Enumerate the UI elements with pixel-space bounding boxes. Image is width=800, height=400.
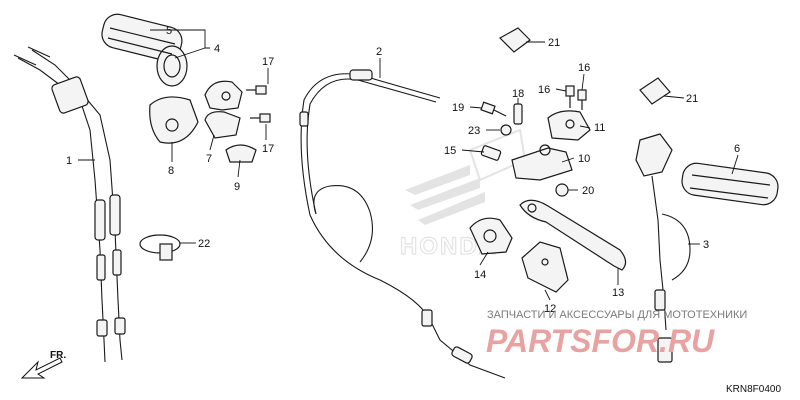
- callout-18: 18: [512, 88, 524, 100]
- callout-13: 13: [612, 287, 624, 299]
- partsfor-watermark: ЗАПЧАСТИ И АКСЕССУАРЫ ДЛЯ МОТОТЕХНИКИ PA…: [486, 309, 747, 359]
- bolt-17-upper[interactable]: [246, 85, 267, 95]
- callout-19: 19: [452, 102, 464, 114]
- callout-9: 9: [234, 181, 240, 193]
- screw-19[interactable]: [480, 101, 507, 117]
- nut-20[interactable]: [555, 183, 569, 197]
- bolt-18[interactable]: [513, 103, 523, 125]
- throttle-grip[interactable]: [99, 11, 188, 87]
- callout-labels: 1 2 3 4 5 6 7 8 9 10 11 12 13 14 15 16 1…: [66, 25, 740, 315]
- clutch-lever[interactable]: [519, 199, 627, 271]
- clutch-lever-bracket[interactable]: [511, 110, 591, 181]
- callout-16-left: 16: [538, 84, 550, 96]
- drawing-code: KRN8F0400: [726, 384, 781, 395]
- front-direction-arrow: FR.: [20, 350, 66, 379]
- watermark-tagline: ЗАПЧАСТИ И АКСЕССУАРЫ ДЛЯ МОТОТЕХНИКИ: [487, 309, 747, 321]
- callout-5: 5: [166, 25, 172, 37]
- clip-21-upper[interactable]: [499, 27, 531, 53]
- hot-start-lever[interactable]: [469, 217, 513, 255]
- callout-17-upper: 17: [262, 56, 274, 68]
- callout-2: 2: [376, 46, 382, 58]
- callout-1: 1: [66, 155, 72, 167]
- engine-stop-switch[interactable]: [635, 133, 691, 363]
- throttle-cover[interactable]: [149, 96, 199, 144]
- leader-lines: [78, 29, 739, 301]
- callout-12: 12: [544, 303, 556, 315]
- callout-22: 22: [198, 238, 210, 250]
- callout-14: 14: [474, 269, 486, 281]
- callout-17-lower: 17: [262, 143, 274, 155]
- throttle-housing[interactable]: [204, 80, 243, 139]
- adjuster-15[interactable]: [480, 145, 502, 161]
- callout-8: 8: [168, 165, 174, 177]
- front-direction-label: FR.: [50, 350, 66, 361]
- washer-23[interactable]: [500, 124, 512, 136]
- watermark-logo: PARTSFOR.RU: [486, 323, 715, 359]
- throttle-cable[interactable]: [13, 46, 126, 363]
- callout-4: 4: [214, 43, 220, 55]
- callout-21-upper: 21: [548, 37, 560, 49]
- clip-21-right[interactable]: [639, 77, 671, 105]
- left-grip[interactable]: [680, 161, 780, 206]
- callout-3: 3: [703, 239, 709, 251]
- clutch-cable[interactable]: [299, 69, 506, 379]
- callout-23: 23: [468, 125, 480, 137]
- callout-10: 10: [578, 153, 590, 165]
- bolt-17-lower[interactable]: [250, 113, 271, 123]
- bolt-16-left[interactable]: [565, 85, 575, 108]
- callout-21-right: 21: [686, 93, 698, 105]
- cable-band[interactable]: [139, 234, 181, 261]
- callout-20: 20: [582, 185, 594, 197]
- bolt-16-right[interactable]: [577, 89, 587, 110]
- small-clamp[interactable]: [225, 144, 257, 163]
- callout-16-right: 16: [578, 62, 590, 74]
- lever-guard[interactable]: [521, 241, 569, 293]
- callout-11: 11: [594, 122, 605, 134]
- callout-15: 15: [444, 145, 456, 157]
- callout-6: 6: [734, 143, 740, 155]
- callout-7: 7: [206, 153, 212, 165]
